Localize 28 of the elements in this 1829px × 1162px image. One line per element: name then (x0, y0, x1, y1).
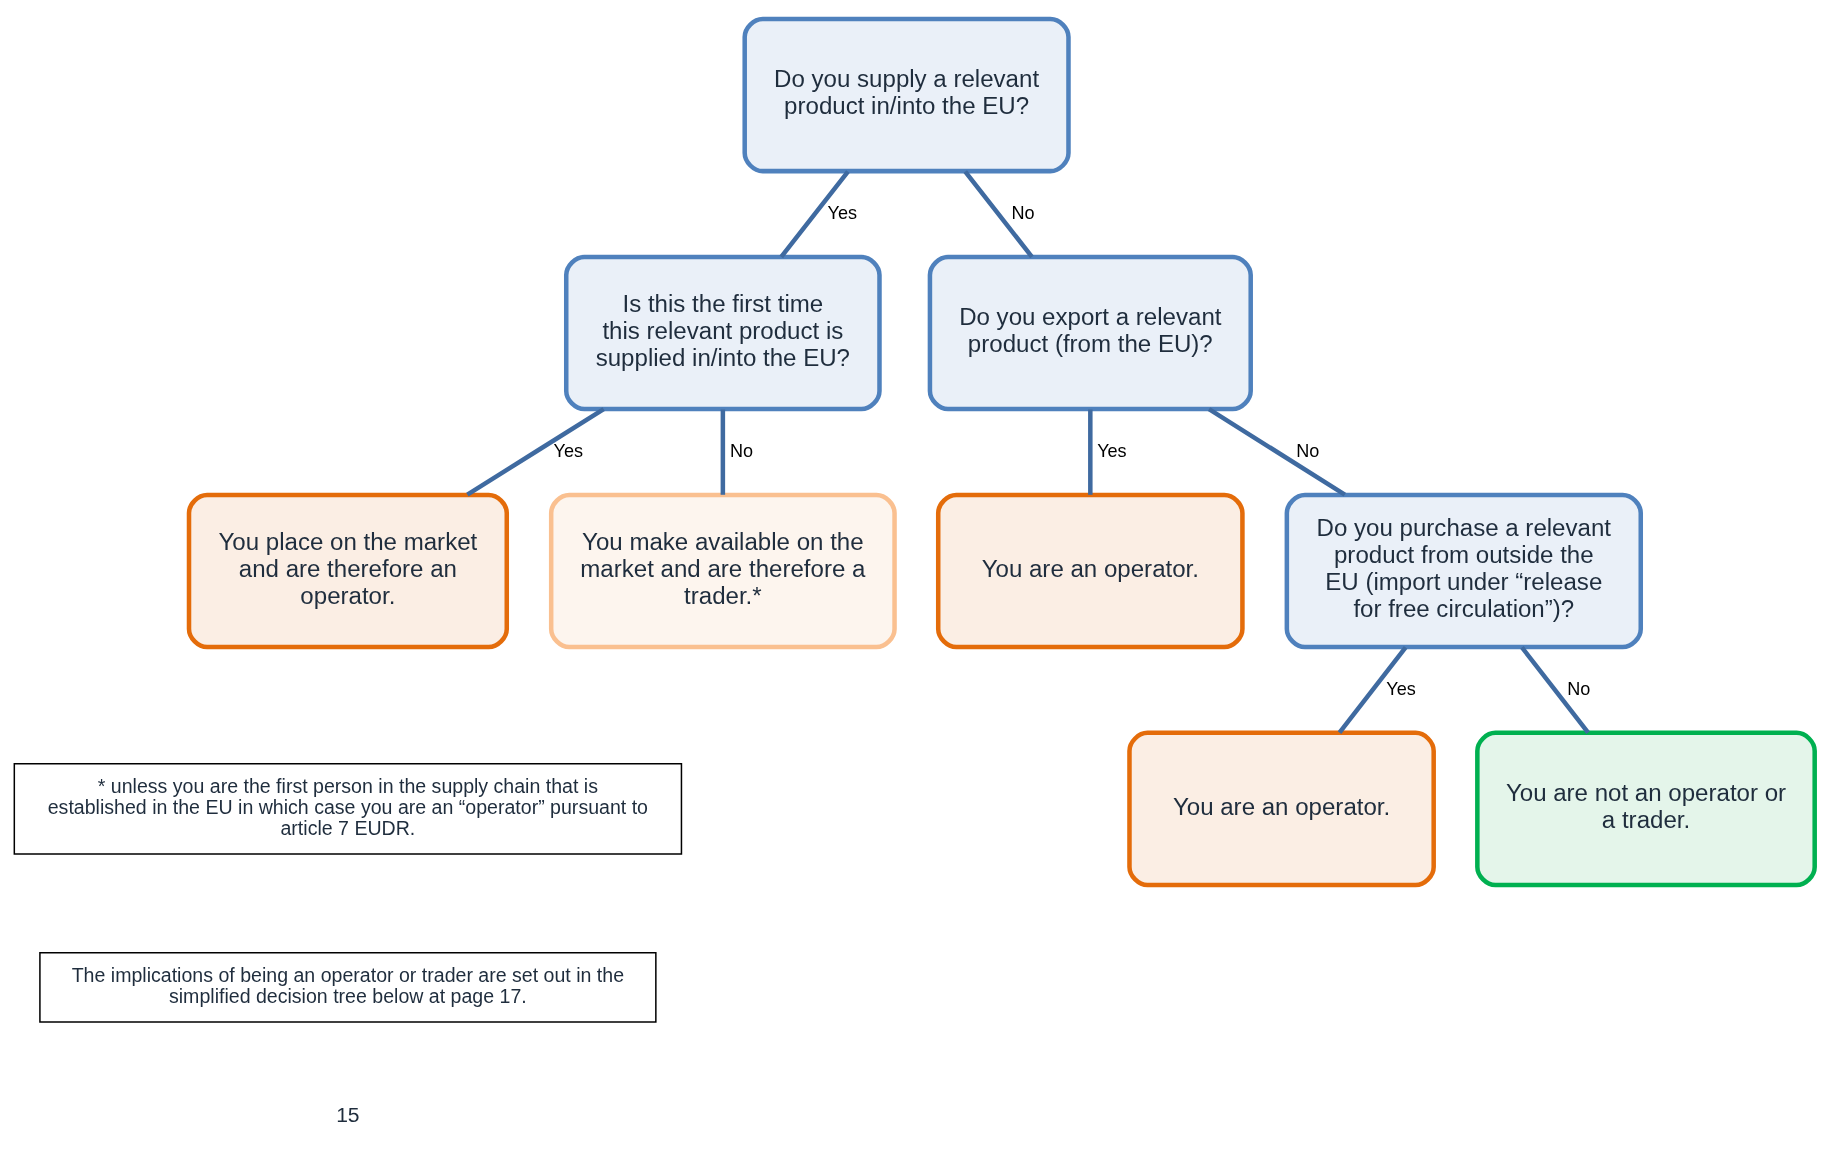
node-box: You are an operator. (1127, 730, 1436, 887)
edge-label: No (1011, 202, 1035, 223)
edge-label: Yes (1097, 440, 1127, 461)
connector (1337, 645, 1408, 734)
node-box: You make available on the market and are therefore a trader.* (548, 492, 897, 649)
connector (720, 409, 726, 495)
edge-label: No (1296, 440, 1320, 461)
node-box: You are not an operator or a trader. (1475, 730, 1817, 887)
node-box: You are an operator. (935, 492, 1245, 649)
edge-label: No (1567, 678, 1591, 699)
node-box: You place on the market and are therefore an operator. (186, 492, 509, 649)
connector (1520, 645, 1590, 734)
connector (1088, 409, 1093, 495)
edge-label: Yes (553, 440, 583, 461)
node-box: The implications of being an operator or trader are set out in the simplified decision tree below at page 17. (39, 951, 657, 1023)
node-box: Do you export a relevant product (from the EU)? (927, 254, 1253, 411)
connector (779, 169, 850, 258)
label: 15 (336, 1102, 360, 1126)
connector (466, 406, 605, 496)
node-box: Do you purchase a relevant product from outside the EU (import under “release for free circulation”)? (1284, 492, 1643, 649)
connector (963, 169, 1034, 258)
node-box: Do you supply a relevant product in/into the EU? (742, 16, 1071, 173)
edge-label: Yes (1386, 678, 1416, 699)
edge-label: Yes (827, 202, 858, 223)
edge-label: No (729, 440, 753, 461)
connector (1207, 406, 1346, 496)
node-box: Is this the first time this relevant product is supplied in/into the EU? (564, 254, 882, 411)
node-box: * unless you are the first person in the supply chain that is established in the EU in which case you are an “operator” pursuant to article 7 EUDR. (13, 762, 683, 855)
